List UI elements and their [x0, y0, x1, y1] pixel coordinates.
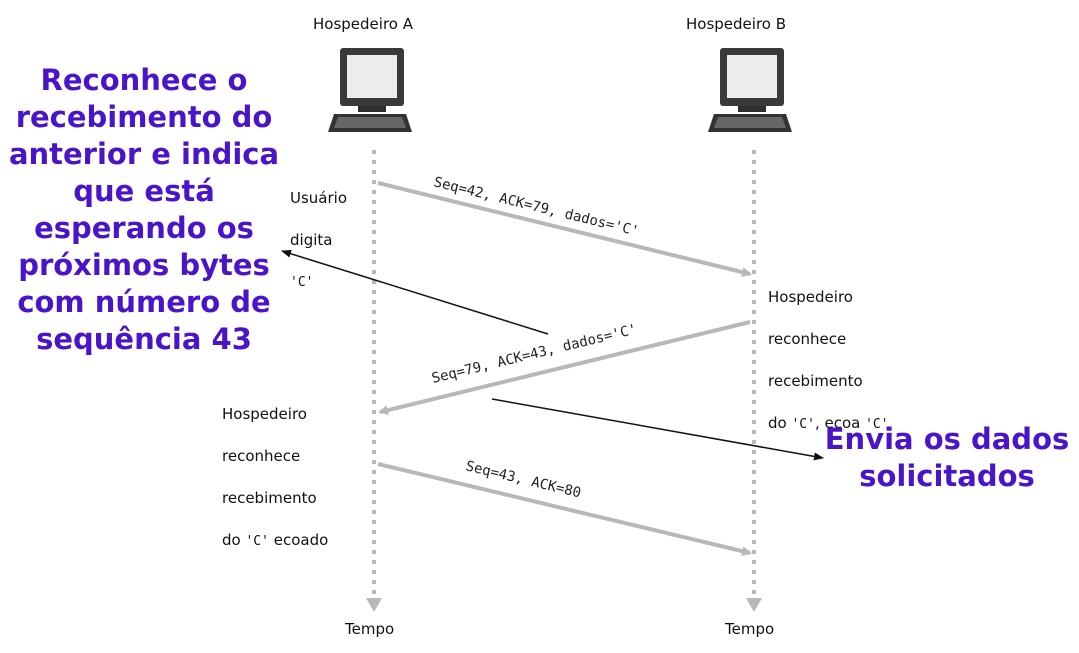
note-line: recebimento — [222, 489, 317, 507]
timeline-b-arrowhead — [746, 598, 762, 612]
note-code: 'C' — [865, 417, 889, 432]
note-line: reconhece — [768, 330, 847, 348]
note-line: Hospedeiro — [768, 288, 853, 306]
computer-icon — [328, 48, 412, 132]
host-b-label: Hospedeiro B — [686, 15, 787, 33]
note-line: do 'C', ecoa 'C' — [768, 413, 889, 435]
note-line: digita — [290, 231, 333, 249]
note-line: Hospedeiro — [222, 405, 307, 423]
note-line: recebimento — [768, 372, 863, 390]
note-host-b-ack: Hospedeiro reconhece recebimento do 'C',… — [768, 266, 889, 456]
note-line: 'C' — [290, 275, 314, 290]
note-text: ecoado — [268, 531, 329, 549]
annotation-right: Envia os dados solicitados — [824, 422, 1070, 493]
note-text: do — [768, 414, 792, 432]
time-label-b: Tempo — [725, 620, 775, 638]
note-line: do 'C' ecoado — [222, 530, 328, 552]
pointer-arrow-left — [281, 249, 549, 335]
note-text: do — [222, 531, 246, 549]
message-arrow-3 — [377, 462, 752, 557]
note-user-types: Usuário digita 'C' — [290, 167, 347, 314]
note-code: 'C' — [791, 417, 815, 432]
annotation-left: Reconhece o recebimento do anterior e in… — [8, 63, 280, 356]
host-a-label: Hospedeiro A — [313, 15, 413, 33]
time-label-a: Tempo — [345, 620, 395, 638]
note-line: reconhece — [222, 447, 301, 465]
message-label-2: Seq=79, ACK=43, dados='C' — [430, 321, 639, 386]
computer-icon — [708, 48, 792, 132]
note-host-a-ack: Hospedeiro reconhece recebimento do 'C' … — [222, 383, 328, 573]
pointer-arrow-right — [491, 398, 824, 461]
note-text: , ecoa — [814, 414, 866, 432]
note-line: Usuário — [290, 189, 348, 207]
message-arrow-2 — [378, 320, 751, 415]
message-label-1: Seq=42, ACK=79, dados='C' — [432, 174, 641, 239]
message-arrow-1 — [377, 181, 752, 277]
timeline-a-arrowhead — [366, 598, 382, 612]
note-code: 'C' — [245, 534, 269, 549]
message-label-3: Seq=43, ACK=80 — [464, 458, 582, 501]
